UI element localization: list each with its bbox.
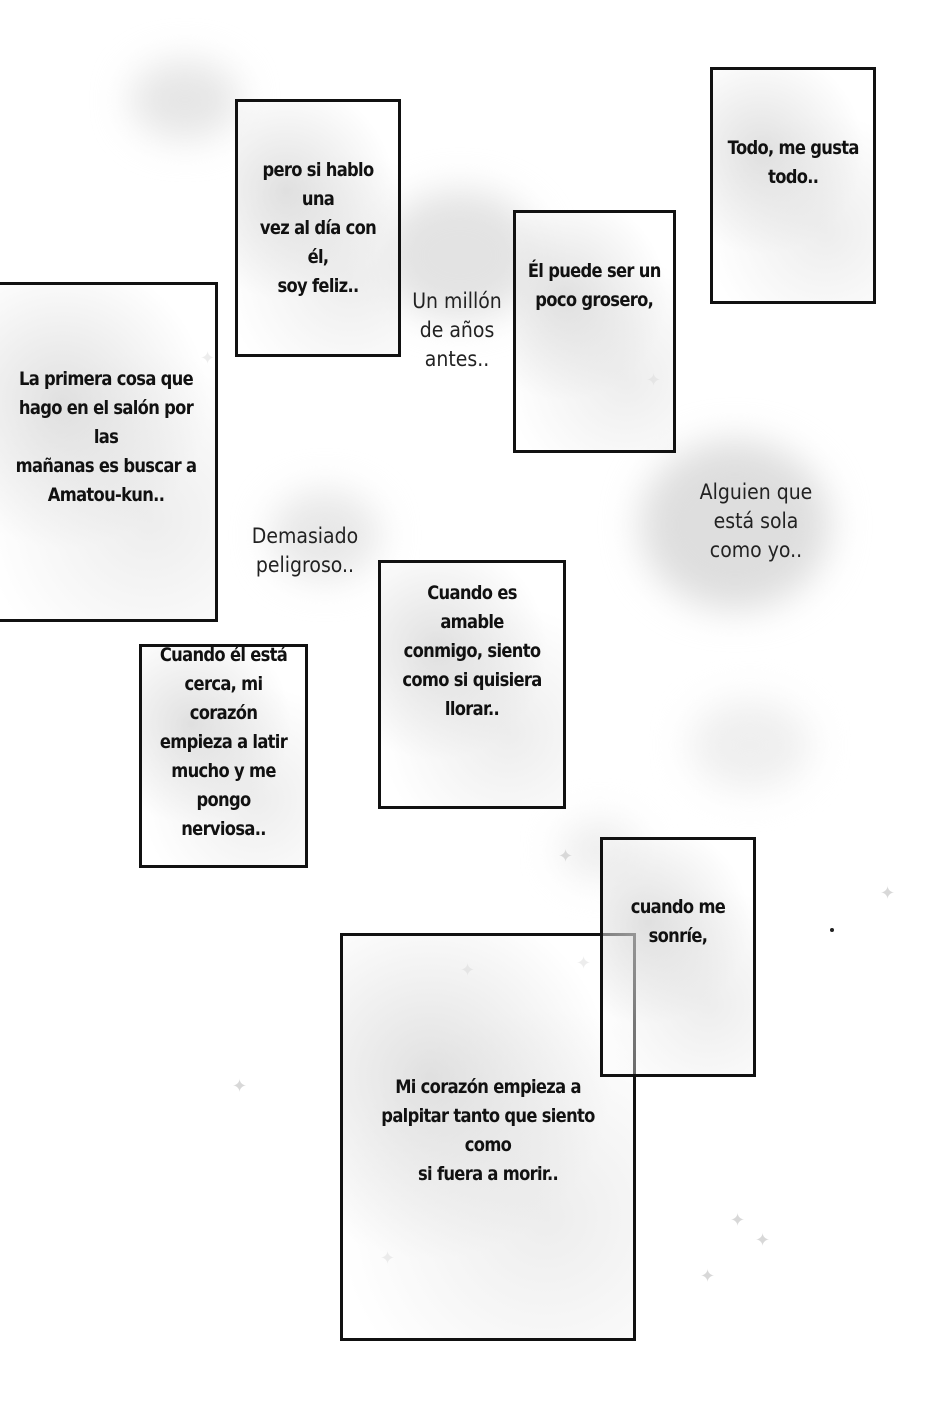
caption-un-millon: Un millón de años antes.. bbox=[412, 289, 502, 371]
caption-alguien-que: Alguien que está sola como yo.. bbox=[699, 480, 813, 562]
panel-cuando-el-esta-cerca: Cuando él está cerca, mi corazón empieza… bbox=[139, 644, 308, 868]
panel-pero-si-hablo: pero si hablo una vez al día con él, soy… bbox=[235, 99, 401, 357]
screentone-blob bbox=[130, 60, 240, 140]
panel-text: Cuando él está cerca, mi corazón empieza… bbox=[159, 644, 288, 840]
sparkle-icon: ✦ bbox=[730, 1210, 746, 1231]
sparkle-icon: ✦ bbox=[880, 883, 896, 904]
ink-speck bbox=[830, 928, 834, 932]
panel-todo-me-gusta: Todo, me gusta todo.. bbox=[710, 67, 876, 304]
sparkle-icon: ✦ bbox=[700, 1266, 716, 1287]
panel-el-puede-ser: Él puede ser un poco grosero, bbox=[513, 210, 676, 453]
screentone-blob bbox=[690, 700, 810, 790]
sparkle-icon: ✦ bbox=[232, 1076, 248, 1097]
panel-text: pero si hablo una vez al día con él, soy… bbox=[259, 158, 377, 297]
caption-demasiado: Demasiado peligroso.. bbox=[251, 524, 359, 577]
sparkle-icon: ✦ bbox=[755, 1230, 771, 1251]
panel-la-primera-cosa: La primera cosa que hago en el salón por… bbox=[0, 282, 218, 622]
sparkle-icon: ✦ bbox=[558, 846, 574, 867]
panel-text: Él puede ser un poco grosero, bbox=[528, 259, 662, 311]
panel-screentone bbox=[603, 840, 753, 1074]
panel-text: Cuando es amable conmigo, siento como si… bbox=[402, 582, 542, 720]
panel-text: La primera cosa que hago en el salón por… bbox=[15, 367, 197, 506]
panel-text: Todo, me gusta todo.. bbox=[727, 136, 859, 188]
panel-text: Mi corazón empieza a palpitar tanto que … bbox=[381, 1076, 595, 1185]
panel-cuando-me-sonrie: cuando me sonríe, bbox=[600, 837, 756, 1077]
panel-mi-corazon-empieza: Mi corazón empieza a palpitar tanto que … bbox=[340, 933, 636, 1341]
panel-cuando-es-amable: Cuando es amable conmigo, siento como si… bbox=[378, 560, 566, 809]
panel-screentone bbox=[516, 213, 673, 450]
panel-text: cuando me sonríe, bbox=[630, 896, 726, 947]
